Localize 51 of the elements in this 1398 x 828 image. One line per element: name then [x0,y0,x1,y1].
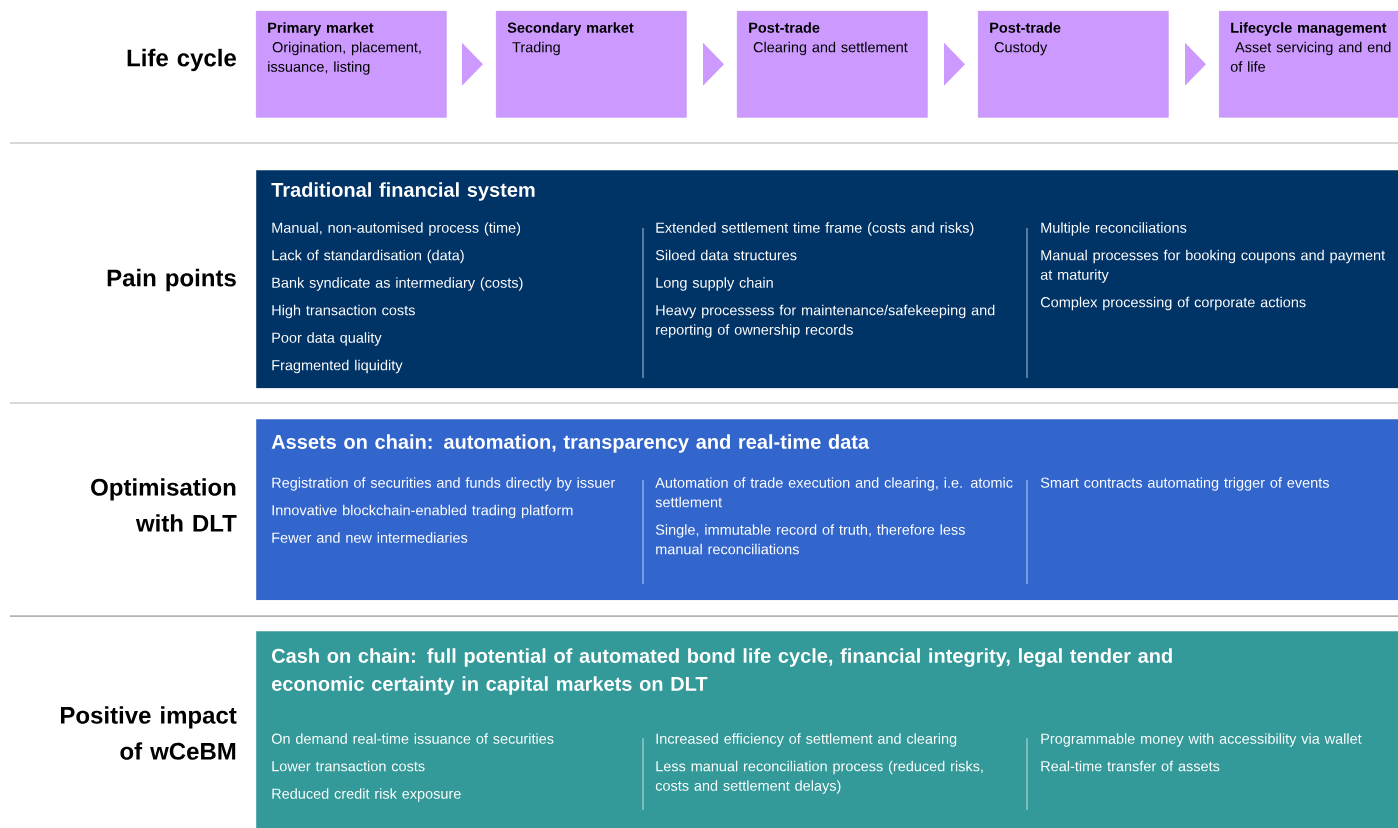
stage-box [737,11,928,118]
list-item: Bank syndicate as intermediary (costs) [272,277,523,291]
list-item: Heavy processess for maintenance/safekeeping and reporting of ownership records [656,304,995,338]
panel [256,631,1398,828]
list-item: Long supply chain [656,277,773,291]
stage-text: Clearing and settlement [753,41,908,56]
panel [256,419,1398,601]
list-item: Fewer and new intermediaries [272,532,468,543]
stage-box [978,11,1169,118]
stage-text: Custody [994,41,1048,56]
list-item: Extended settlement time frame (costs and risks) [656,222,974,236]
stage-heading: Lifecycle management [1231,22,1387,36]
list-item: On demand real-time issuance of securities [271,733,554,744]
list-item: Complex processing of corporate actions [1040,296,1306,311]
list-item: Increased efficiency of settlement and clearing [656,733,957,747]
list-item: Innovative blockchain-enabled trading platform [272,504,573,519]
list-item: Single, immutable record of truth, therefore less manual reconciliations [655,524,965,555]
panel-heading: Assets on chain: automation, transparency and real-time data [271,434,870,453]
list-item: Smart contracts automating trigger of events [1040,477,1329,491]
stage-box [496,11,687,118]
chevron-arrow [943,42,965,86]
chevron-arrow [702,42,724,86]
stage-text: Asset servicing and end of life [1230,41,1391,72]
list-item: Manual processes for booking coupons and payment at maturity [1040,249,1385,283]
list-item: Fragmented liquidity [272,359,403,374]
list-item: Lack of standardisation (data) [272,249,464,264]
stage-heading: Post-trade [749,22,820,33]
list-item: Siloed data structures [655,249,797,261]
list-item: Real-time transfer of assets [1041,760,1220,772]
panel [256,170,1398,389]
list-item: High transaction costs [272,304,415,319]
stage-heading: Post-trade [990,22,1061,33]
panel-heading: Traditional financial system [271,182,535,201]
stage-heading: Secondary market [507,22,634,36]
list-item: Registration of securities and funds directly by issuer [272,477,616,491]
stage-text: Trading [512,41,560,56]
list-item: Automation of trade execution and clearing, i.e. atomic settlement [655,477,1013,508]
list-item: Reduced credit risk exposure [272,788,461,802]
stage-box [1219,11,1398,118]
panel-heading: Cash on chain: full potential of automated bond life cycle, financial integrity, legal tender and economic certainty in capital markets on DLT [272,648,1172,695]
list-item: Less manual reconciliation process (reduced risks, costs and settlement delays) [655,760,983,794]
list-item: Manual, non-automised process (time) [272,222,521,236]
chevron-arrow [462,42,483,86]
list-item: Poor data quality [272,332,382,346]
stage-text: Origination, placement, issuance, listing [268,41,421,75]
list-item: Programmable money with accessibility via wallet [1041,733,1362,747]
chevron-arrow [1184,42,1206,86]
stage-box [256,11,447,118]
list-item: Lower transaction costs [272,760,425,772]
stage-heading: Primary market [268,22,374,36]
list-item: Multiple reconciliations [1041,222,1187,236]
